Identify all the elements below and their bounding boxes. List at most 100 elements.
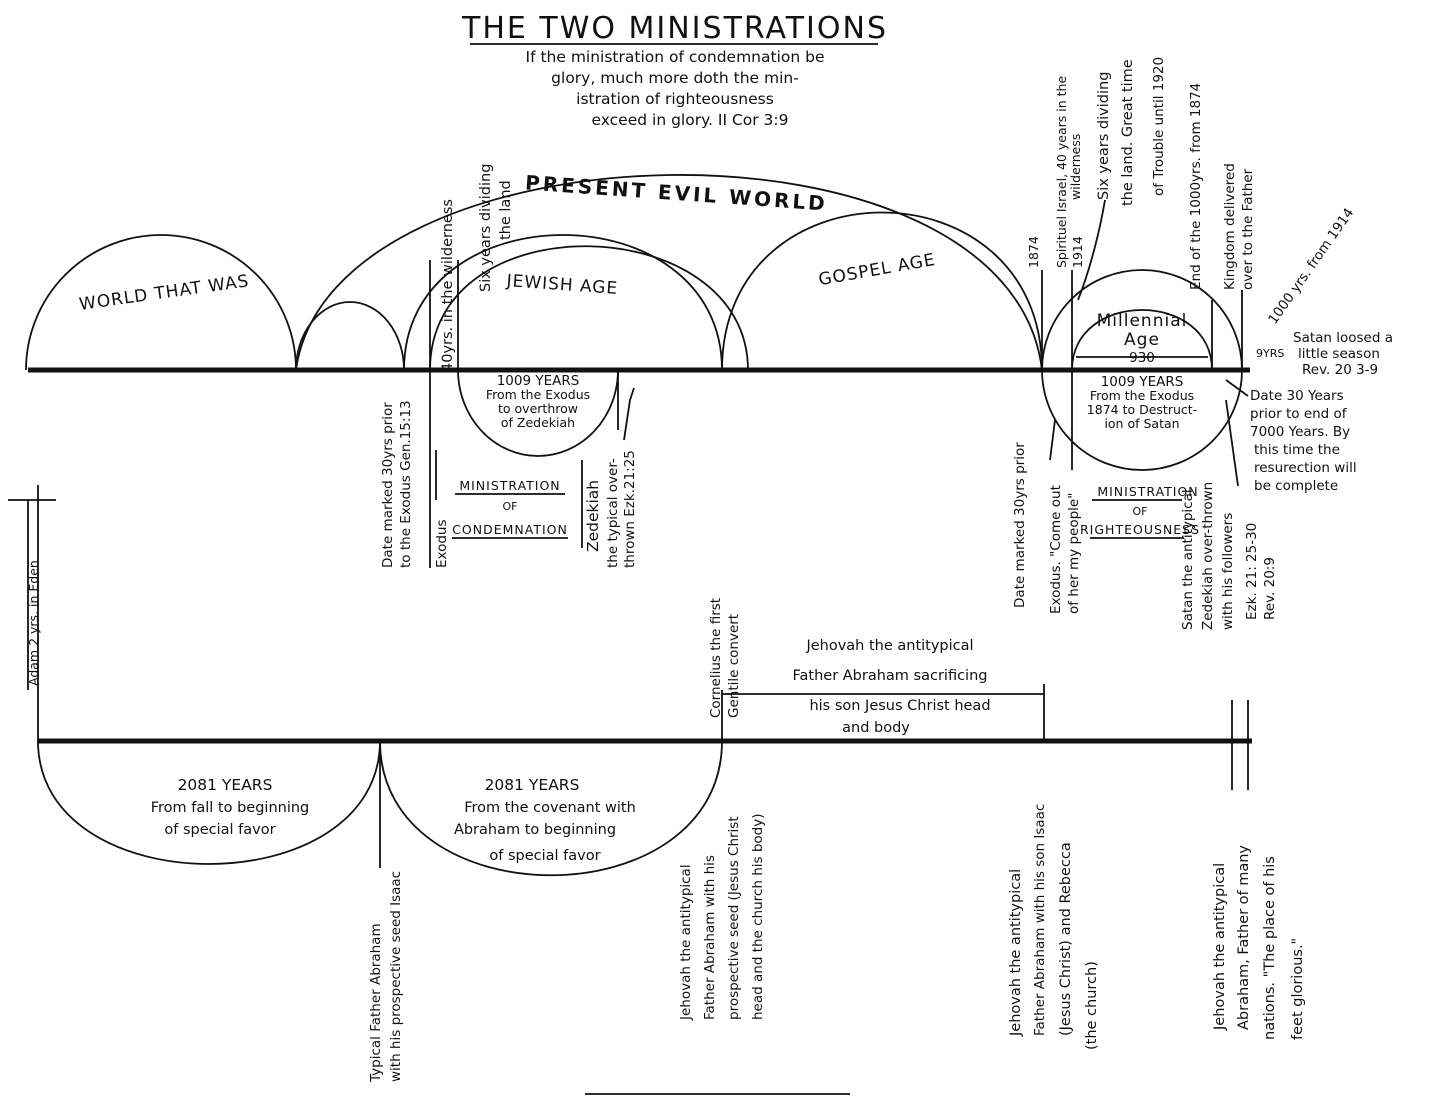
ministration-righteousness-1: MINISTRATION [1097,484,1198,499]
small-flood-arc [295,301,405,371]
jehovah-nations-4: feet glorious." [1290,938,1306,1040]
satan-loosed-1: Satan loosed a [1293,330,1393,346]
exodus-come-out-arrow [1049,419,1056,461]
jehovah-nations-1: Jehovah the antitypical [1212,863,1228,1031]
jehovah-nations-2: Abraham, Father of many [1236,845,1252,1030]
date-marked-prior-right: Date marked 30yrs prior [1012,442,1028,608]
date-30-end-3: 7000 Years. By [1250,424,1350,440]
ministration-righteousness: MINISTRATION OF RIGHTEOUSNESS [1080,484,1200,539]
spiritual-israel-2: wilderness [1068,134,1083,200]
ministration-condemnation-2: OF [503,500,518,513]
date-30-end-5: resurection will [1254,460,1357,476]
cornelius-2: Gentile convert [726,614,742,718]
year-1874: 1874 [1026,236,1041,268]
years-2081-a: 2081 YEARS From fall to beginning of spe… [151,776,310,838]
date-marked-exodus-2: to the Exodus Gen.15:13 [398,400,414,568]
jehovah-seed-3: prospective seed (Jesus Christ [726,816,742,1020]
epigraph: If the ministration of condemnation be g… [526,48,825,129]
years-2081-b-line-2: From the covenant with [464,800,636,816]
exodus-come-out-1: Exodus. "Come out [1048,485,1064,614]
jehovah-sacrificing-1: Jehovah the antitypical [805,638,973,654]
millennial-age-label-2: Age [1124,330,1160,350]
years-2081-b-title: 2081 YEARS [485,776,580,794]
six-dividing-right-arrow [1077,199,1106,301]
millennial-1009-text: 1009 YEARS From the Exodus 1874 to Destr… [1087,374,1197,431]
kingdom-delivered-1: Kingdom delivered [1222,163,1238,290]
years-2081-b-line-3: Abraham to beginning [454,822,616,838]
spiritual-israel-1: Spirituel Israel, 40 years in the [1054,76,1069,268]
jewish-1009-text: 1009 YEARS From the Exodus to overthrow … [486,373,590,430]
years-2081-b: 2081 YEARS From the covenant with Abraha… [454,776,636,864]
millennial-1009-line-3: 1874 to Destruct- [1087,402,1197,417]
jewish-1009-line-2: From the Exodus [486,387,590,402]
satan-zedekiah-3: with his followers [1220,513,1236,630]
jehovah-isaac-1: Jehovah the antitypical [1008,869,1024,1037]
ezk-rev-1: Ezk. 21: 25-30 [1244,523,1260,620]
ministration-condemnation: MINISTRATION OF CONDEMNATION [452,478,568,539]
zedekiah-3: thrown Ezk.21:25 [622,450,638,568]
chart-title: THE TWO MINISTRATIONS [461,11,888,46]
date-30-end-4: this time the [1254,442,1340,458]
six-dividing-right-1: Six years dividing [1096,72,1112,200]
zedekiah-1: Zedekiah [584,480,602,552]
jewish-1009-title: 1009 YEARS [497,373,580,389]
ministration-condemnation-1: MINISTRATION [459,478,560,493]
date-marked-exodus-1: Date marked 30yrs prior [380,402,396,568]
jehovah-sacrificing-2: Father Abraham sacrificing [793,668,988,684]
typical-abraham-1: Typical Father Abraham [368,923,384,1083]
millennial-1009-line-2: From the Exodus [1090,388,1194,403]
millennial-inner-arc [1071,309,1213,371]
jewish-age-arc-inner [429,245,749,371]
gospel-age-arc [721,211,1043,371]
exodus-label: Exodus [434,519,450,568]
six-dividing-label-1: Six years dividing [478,164,494,292]
nine-yrs: 9YRS [1256,347,1284,360]
satan-loosed-3: Rev. 20 3-9 [1302,362,1378,378]
adam-label: Adam 2 yrs. in Eden [26,560,41,686]
jehovah-sacrificing-3: his son Jesus Christ head [809,698,990,714]
jehovah-seed-1: Jehovah the antitypical [678,864,694,1021]
epigraph-line-1: If the ministration of condemnation be [526,48,825,66]
jehovah-seed-4: head and the church his body) [750,814,766,1020]
millennial-1009-title: 1009 YEARS [1101,374,1184,390]
date-30-end-arrow [1225,379,1249,397]
ministration-righteousness-3: RIGHTEOUSNESS [1080,522,1200,537]
satan-loosed-2: little season [1298,346,1380,362]
years-2081-a-arc [37,740,381,865]
jehovah-isaac-3: (Jesus Christ) and Rebecca [1058,842,1074,1036]
jewish-1009-line-4: of Zedekiah [501,415,575,430]
zedekiah-2: the typical over- [605,458,621,568]
jehovah-seed-2: Father Abraham with his [702,855,718,1020]
kingdom-delivered-2: over to the Father [1240,168,1256,290]
epigraph-line-3: istration of righteousness [576,90,774,108]
jehovah-nations-3: nations. "The place of his [1262,856,1278,1040]
date-30-end-6: be complete [1254,478,1338,494]
jewish-age-arc-outer [403,234,723,371]
years-2081-a-line-3: of special favor [164,822,275,838]
satan-zedekiah-1: Satan the antitypical [1180,489,1196,630]
gospel-age-label: GOSPEL AGE [817,250,937,290]
forty-wilderness-label: 40yrs. in the wilderness [440,199,456,372]
millennial-age-label-1: Millennial [1097,311,1188,331]
millennial-930: 930 [1129,350,1155,366]
epigraph-line-2: glory, much more doth the min- [551,69,799,87]
six-dividing-right-2: the land. Great time [1120,59,1136,206]
present-evil-world-arc [295,174,1043,371]
millennial-1009-line-4: ion of Satan [1104,416,1179,431]
cornelius-1: Cornelius the first [708,598,724,718]
six-dividing-right-3: of Trouble until 1920 [1151,57,1167,196]
jewish-age-label: JEWISH AGE [505,271,619,299]
present-evil-world-label: PRESENT EVIL WORLD [524,170,828,215]
epigraph-line-4: exceed in glory. II Cor 3:9 [591,111,788,129]
date-30-end-2: prior to end of [1250,406,1348,422]
exodus-come-out-2: of her my people" [1066,493,1082,614]
jehovah-isaac-2: Father Abraham with his son Isaac [1032,804,1048,1036]
zedekiah-arrow [623,387,635,441]
jewish-1009-circle [457,369,619,457]
ministration-righteousness-2: OF [1133,505,1148,518]
world-that-was-arc [25,234,297,371]
ministration-condemnation-3: CONDEMNATION [452,522,568,537]
jehovah-sacrificing: Jehovah the antitypical Father Abraham s… [793,638,991,736]
world-that-was-label: WORLD THAT WAS [78,271,251,315]
